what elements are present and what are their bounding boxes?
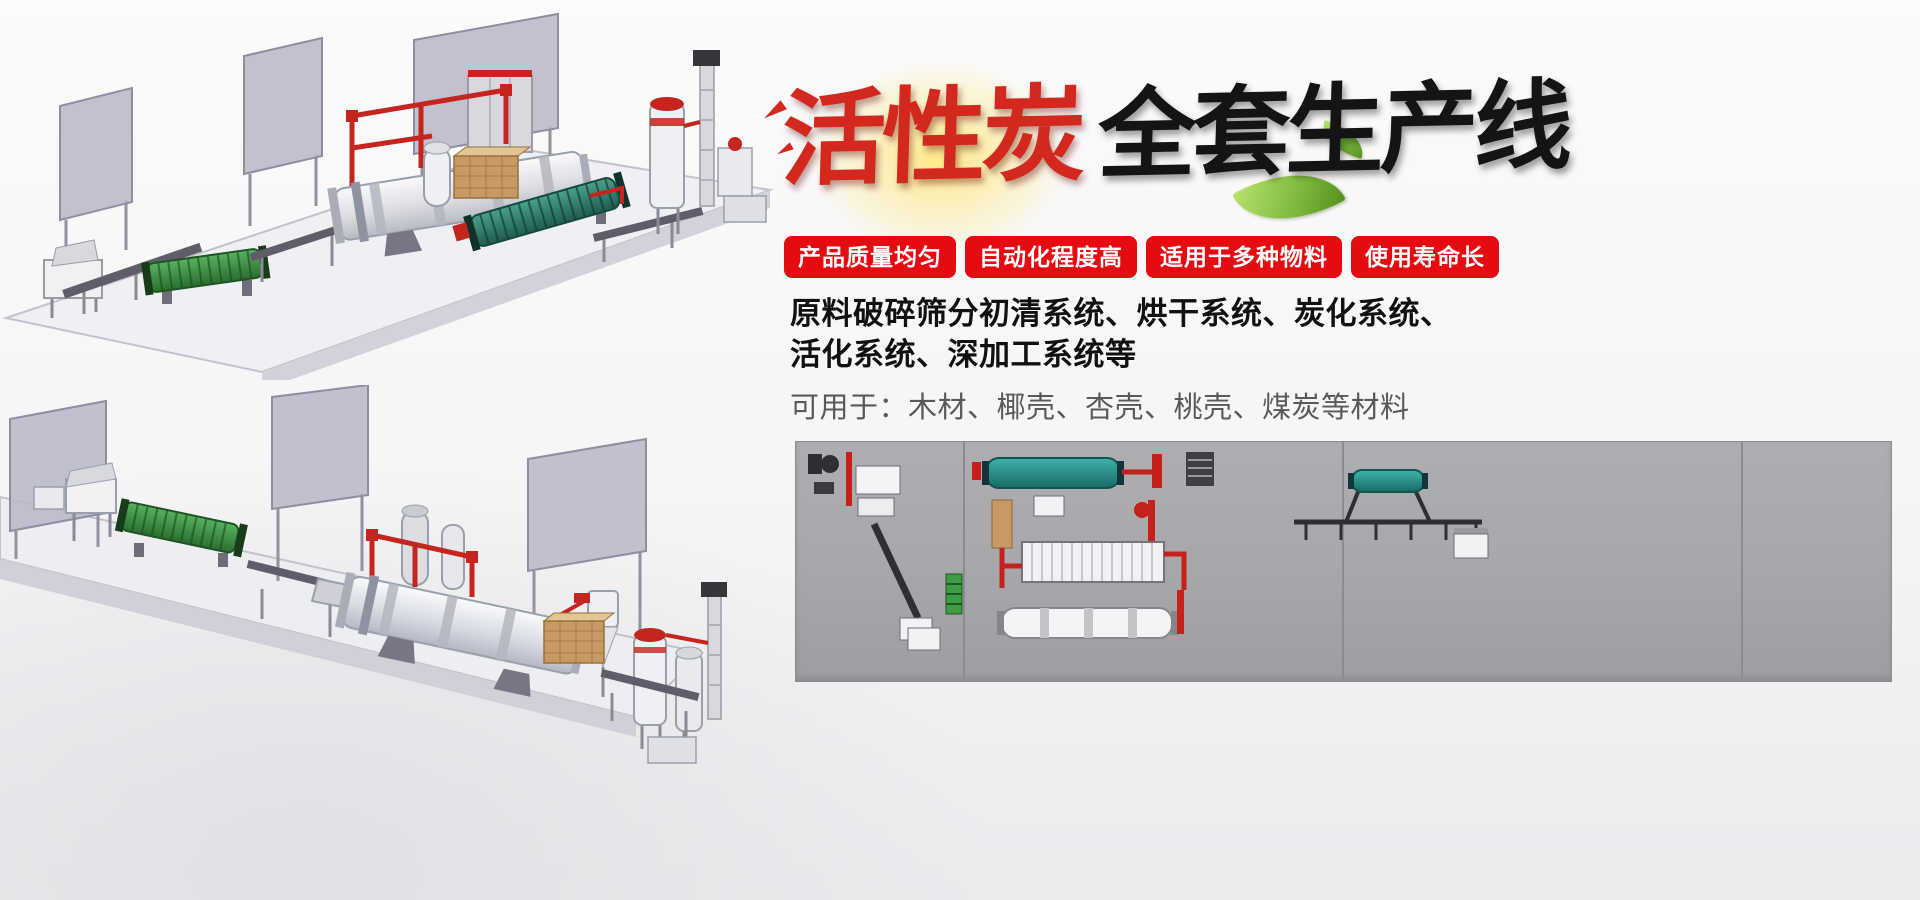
description-bold-line-1: 原料破碎筛分初清系统、烘干系统、炭化系统、 (790, 296, 1452, 331)
red-piping (346, 84, 512, 204)
green-rotary-screen (114, 498, 248, 567)
production-line-3d-illustration-bottom (0, 385, 727, 764)
main-rotary-drum (334, 571, 588, 697)
description-block: 原料破碎筛分初清系统、烘干系统、炭化系统、 活化系统、深加工系统等 可用于：木材… (790, 293, 1452, 426)
feature-badge-quality: 产品质量均匀 (784, 236, 956, 278)
schematic-packing-section (1294, 469, 1489, 559)
green-rotary-screen (141, 245, 271, 304)
wall-panels (59, 12, 559, 268)
condenser-cylinder (423, 141, 451, 207)
feature-badge-automation: 自动化程度高 (965, 236, 1137, 278)
title-red-text: 活性炭 (779, 76, 1084, 199)
schematic-panel (795, 441, 1892, 682)
discharge-conveyor (600, 669, 700, 764)
banner-title: 活性炭全套生产线 (780, 68, 1570, 199)
production-line-3d-illustration-top (2, 12, 774, 380)
production-line-schematic (808, 442, 1743, 681)
schematic-crusher-section (808, 452, 933, 641)
description-materials-line: 可用于：木材、椰壳、杏壳、桃壳、煤炭等材料 (790, 392, 1410, 424)
brick-heat-chamber (452, 146, 532, 199)
feeder-unit (33, 462, 117, 541)
teal-cooling-drum (452, 171, 631, 252)
exhaust-tower (665, 582, 727, 720)
schematic-carbonization-section (945, 541, 1187, 615)
title-black-text: 全套生产线 (1096, 70, 1571, 191)
schematic-activation-section (907, 590, 1184, 651)
feature-badge-materials: 适用于多种物料 (1146, 236, 1342, 278)
brick-heat-chamber (542, 612, 616, 664)
frame-tower (467, 70, 533, 153)
red-piping (366, 529, 478, 597)
feature-badge-lifespan: 使用寿命长 (1351, 236, 1499, 278)
exhaust-tower (683, 50, 720, 207)
discharge-conveyor (592, 207, 704, 262)
schematic-dividers (963, 442, 1743, 681)
feeder-unit (43, 239, 103, 318)
feature-badges: 产品质量均匀 自动化程度高 适用于多种物料 使用寿命长 (784, 236, 1499, 278)
description-bold-line-2: 活化系统、深加工系统等 (790, 337, 1137, 372)
storage-tanks (633, 628, 703, 753)
schematic-dryer-section (972, 452, 1214, 549)
storage-tank (649, 97, 685, 234)
